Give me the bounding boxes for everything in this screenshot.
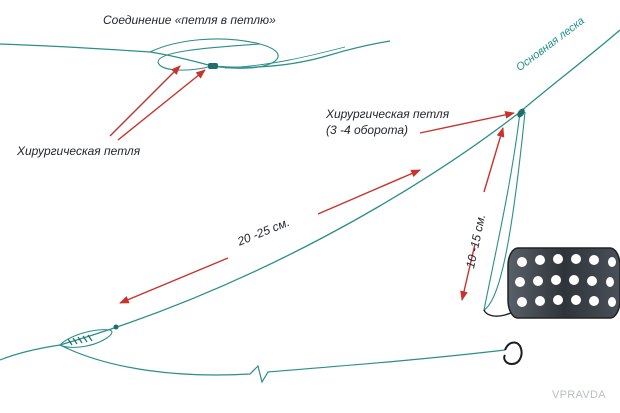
arrow-loop-1 xyxy=(109,65,181,137)
label-loop-to-loop: Соединение «петля в петлю» xyxy=(103,13,276,27)
feeder-snap xyxy=(483,309,521,317)
arrow-leader-down xyxy=(119,257,229,304)
annotation-arrows xyxy=(109,65,515,304)
top-loop-right xyxy=(157,43,261,71)
bottom-loop xyxy=(59,329,113,348)
arrow-loop-2 xyxy=(117,69,206,141)
top-line-left xyxy=(0,43,213,67)
top-knot xyxy=(208,63,218,69)
leader-line xyxy=(59,111,521,346)
watermark: VPRAVDA xyxy=(552,389,606,401)
main-line xyxy=(519,29,620,113)
arrow-leader-up xyxy=(317,169,421,215)
feeder-icon xyxy=(507,247,620,319)
loop-to-loop-connection xyxy=(0,38,391,71)
label-surgical-loop-right: Хирургическая петля xyxy=(326,107,450,121)
arrow-surgical-right xyxy=(419,111,515,134)
top-line-right xyxy=(211,40,391,68)
bottom-knot-coils xyxy=(67,334,93,346)
label-surgical-loop-turns: (3 -4 оборота) xyxy=(326,123,408,137)
arrow-feeder-down xyxy=(460,243,476,301)
arrow-feeder-up xyxy=(483,127,505,193)
hook-leader xyxy=(0,344,506,384)
hook-icon xyxy=(503,341,523,366)
surgical-loop-knot xyxy=(517,108,525,118)
label-surgical-loop-left: Хирургическая петля xyxy=(17,144,141,158)
top-line-right-2 xyxy=(224,46,346,69)
swivel-knot xyxy=(113,324,119,330)
bottom-loop-connection xyxy=(59,324,119,348)
